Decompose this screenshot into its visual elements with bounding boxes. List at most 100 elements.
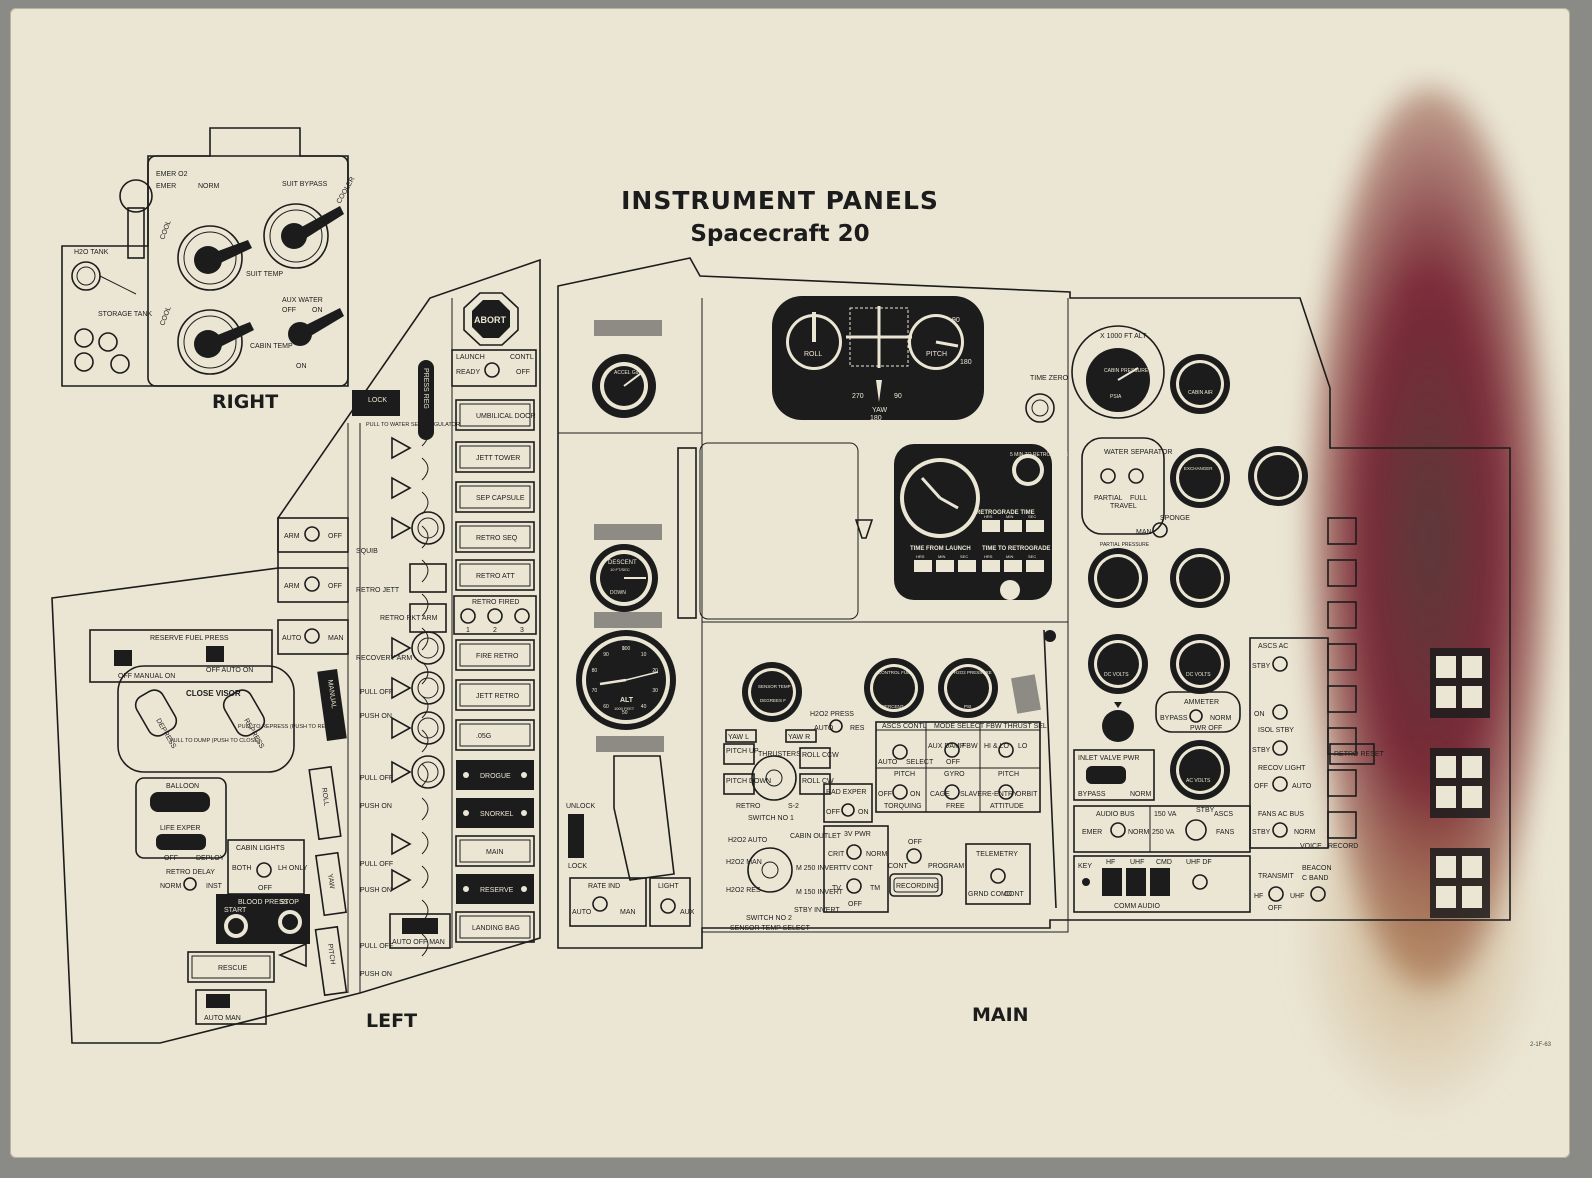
auto-man-switch-box[interactable] — [409, 603, 447, 633]
retrograde-time-digit[interactable] — [1026, 520, 1044, 532]
pitch-torque-switch[interactable] — [892, 784, 908, 800]
time-zero-button[interactable] — [1025, 393, 1055, 423]
periscope-panel — [699, 442, 859, 620]
cabin-temp-knob[interactable] — [177, 309, 254, 375]
fuse-switch[interactable] — [1327, 727, 1357, 755]
yaw-l-box[interactable] — [725, 729, 757, 743]
rate-ind-switch[interactable] — [592, 896, 608, 912]
retro-delay-switch[interactable] — [183, 877, 197, 891]
squib-switch[interactable] — [304, 526, 320, 542]
aux-water-knob[interactable] — [288, 308, 344, 346]
ammeter-bypass-label: BYPASS — [1160, 715, 1188, 722]
program-switch[interactable] — [906, 848, 922, 864]
tv-cont-switch[interactable] — [846, 878, 862, 894]
balloon-switch[interactable] — [150, 792, 210, 812]
retrograde-time-digit[interactable] — [982, 520, 1000, 532]
telelight-dark-label: SNORKEL — [480, 811, 514, 818]
roll-ccw-box[interactable] — [799, 747, 831, 769]
storage-valve-4[interactable] — [110, 354, 130, 374]
mode-select-switch[interactable] — [944, 742, 960, 758]
rescue-box[interactable] — [187, 951, 275, 983]
suit-temp-knob[interactable] — [177, 225, 252, 291]
c-band-label: C BAND — [1302, 875, 1328, 882]
3v-pwr-switch[interactable] — [846, 844, 862, 860]
abort-handle[interactable]: ABORT — [463, 292, 519, 346]
auto-off-man-switch[interactable] — [402, 918, 438, 934]
hf-volume[interactable] — [1102, 868, 1122, 896]
cabin-lights-switch[interactable] — [256, 862, 272, 878]
audio-bus-switch[interactable] — [1110, 822, 1126, 838]
rad-exper-switch[interactable] — [841, 803, 855, 817]
repress-handle[interactable] — [220, 686, 268, 739]
fuse-switch[interactable] — [1327, 811, 1357, 839]
roll-handle[interactable] — [308, 765, 342, 841]
cmd-volume[interactable] — [1150, 868, 1170, 896]
unlock-lever[interactable] — [568, 814, 584, 858]
ascs-contl-switch[interactable] — [892, 744, 908, 760]
launch-contl-switch[interactable] — [484, 362, 500, 378]
landing-bag-light[interactable] — [455, 911, 535, 943]
uhf-df-switch[interactable] — [1192, 874, 1208, 890]
fuse-switch[interactable] — [1327, 643, 1357, 671]
fuse-switch[interactable] — [1327, 685, 1357, 713]
pitch-down-box[interactable] — [723, 773, 755, 795]
life-exper-switch[interactable] — [156, 834, 206, 850]
fuse-switch[interactable] — [1327, 769, 1357, 797]
yaw-handle[interactable] — [315, 851, 347, 917]
recovery-arm-switch[interactable] — [304, 628, 320, 644]
recov-light-switch[interactable] — [1272, 776, 1288, 792]
uhf-volume[interactable] — [1126, 868, 1146, 896]
main-chute-light[interactable] — [455, 835, 535, 867]
auto-man-lower-switch[interactable] — [206, 994, 230, 1008]
storage-valve-1[interactable] — [74, 328, 94, 348]
depress-handle[interactable] — [132, 686, 180, 739]
pitch-handle[interactable] — [314, 925, 348, 997]
thrusters-selector[interactable] — [751, 755, 797, 801]
ascs-ac-switch[interactable] — [1272, 656, 1288, 672]
ammeter-switch[interactable] — [1189, 709, 1203, 723]
pitch-attitude-switch[interactable] — [998, 784, 1014, 800]
cabin-outlet-label: CABIN OUTLET — [790, 833, 842, 840]
gyro-switch[interactable] — [944, 784, 960, 800]
pitch-up-box[interactable] — [723, 743, 755, 765]
h2o2-press-switch[interactable] — [829, 719, 843, 733]
sensor-temp-selector[interactable] — [747, 847, 793, 893]
alt-tick-label: 80 — [592, 668, 598, 674]
transmit-switch[interactable] — [1268, 886, 1284, 902]
reserve-fuel-auto-switch[interactable] — [206, 646, 224, 662]
squib-arm-box — [277, 517, 349, 553]
telelight-ring[interactable] — [411, 755, 445, 789]
ammeter-selector[interactable] — [1102, 710, 1134, 742]
emer-o2-knob[interactable] — [119, 179, 153, 213]
storage-valve-3[interactable] — [74, 352, 94, 372]
sponge-switch[interactable] — [1152, 522, 1168, 538]
inverter-selector[interactable] — [1185, 819, 1207, 841]
telemetry-switch[interactable] — [990, 868, 1006, 884]
telelight-ring[interactable] — [411, 711, 445, 745]
suit-bypass-knob[interactable] — [263, 203, 344, 269]
isol-stby-switch[interactable] — [1272, 740, 1288, 756]
fuse-switch[interactable] — [1327, 559, 1357, 587]
auto-bypass-switch-box[interactable] — [409, 563, 447, 593]
recording-button[interactable] — [889, 873, 943, 897]
stby-on-switch[interactable] — [1272, 704, 1288, 720]
manual-handle[interactable] — [317, 668, 347, 742]
retro-jett-switch[interactable] — [304, 576, 320, 592]
pwr-off-label: PWR OFF — [1190, 725, 1222, 732]
telelight-ring[interactable] — [411, 511, 445, 545]
fuse-switch[interactable] — [1327, 601, 1357, 629]
c-band-switch[interactable] — [1310, 886, 1326, 902]
inlet-valve-switch[interactable] — [1086, 766, 1126, 784]
accel-label: ACCEL Gs — [614, 370, 639, 376]
reserve-fuel-manual-switch[interactable] — [114, 650, 132, 666]
yaw-r-box[interactable] — [785, 729, 817, 743]
retrograde-time-digit[interactable] — [1004, 520, 1022, 532]
telelight-ring[interactable] — [411, 671, 445, 705]
stby-inverter-label: STBY — [1196, 807, 1215, 814]
storage-valve-2[interactable] — [98, 332, 118, 352]
fans-ac-bus-switch[interactable] — [1272, 822, 1288, 838]
fbw-thrust-switch[interactable] — [998, 742, 1014, 758]
press-reg-handle[interactable] — [418, 360, 434, 440]
light-switch[interactable] — [660, 898, 676, 914]
fuse-switch[interactable] — [1327, 517, 1357, 545]
